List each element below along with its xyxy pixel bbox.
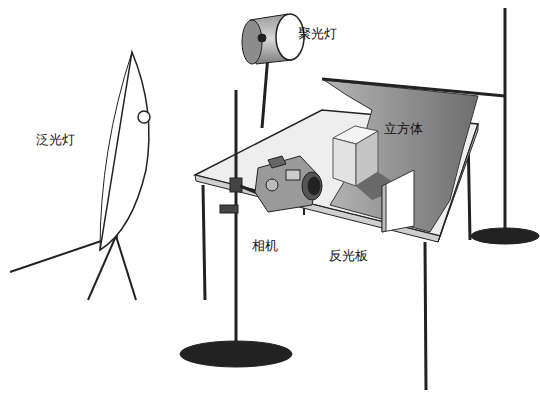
camera-stand: [180, 90, 292, 367]
floodlight-label: 泛光灯: [36, 132, 75, 148]
camera-label: 相机: [252, 238, 278, 254]
floodlight: [10, 52, 150, 300]
spotlight: [242, 14, 304, 128]
backdrop-sheet: [322, 79, 505, 232]
reflector-board: [382, 170, 414, 232]
reflector-label: 反光板: [329, 248, 368, 264]
backdrop-stand: [471, 8, 539, 244]
camera: [255, 156, 322, 212]
spotlight-label: 聚光灯: [298, 26, 337, 42]
cube-label: 立方体: [384, 121, 423, 137]
